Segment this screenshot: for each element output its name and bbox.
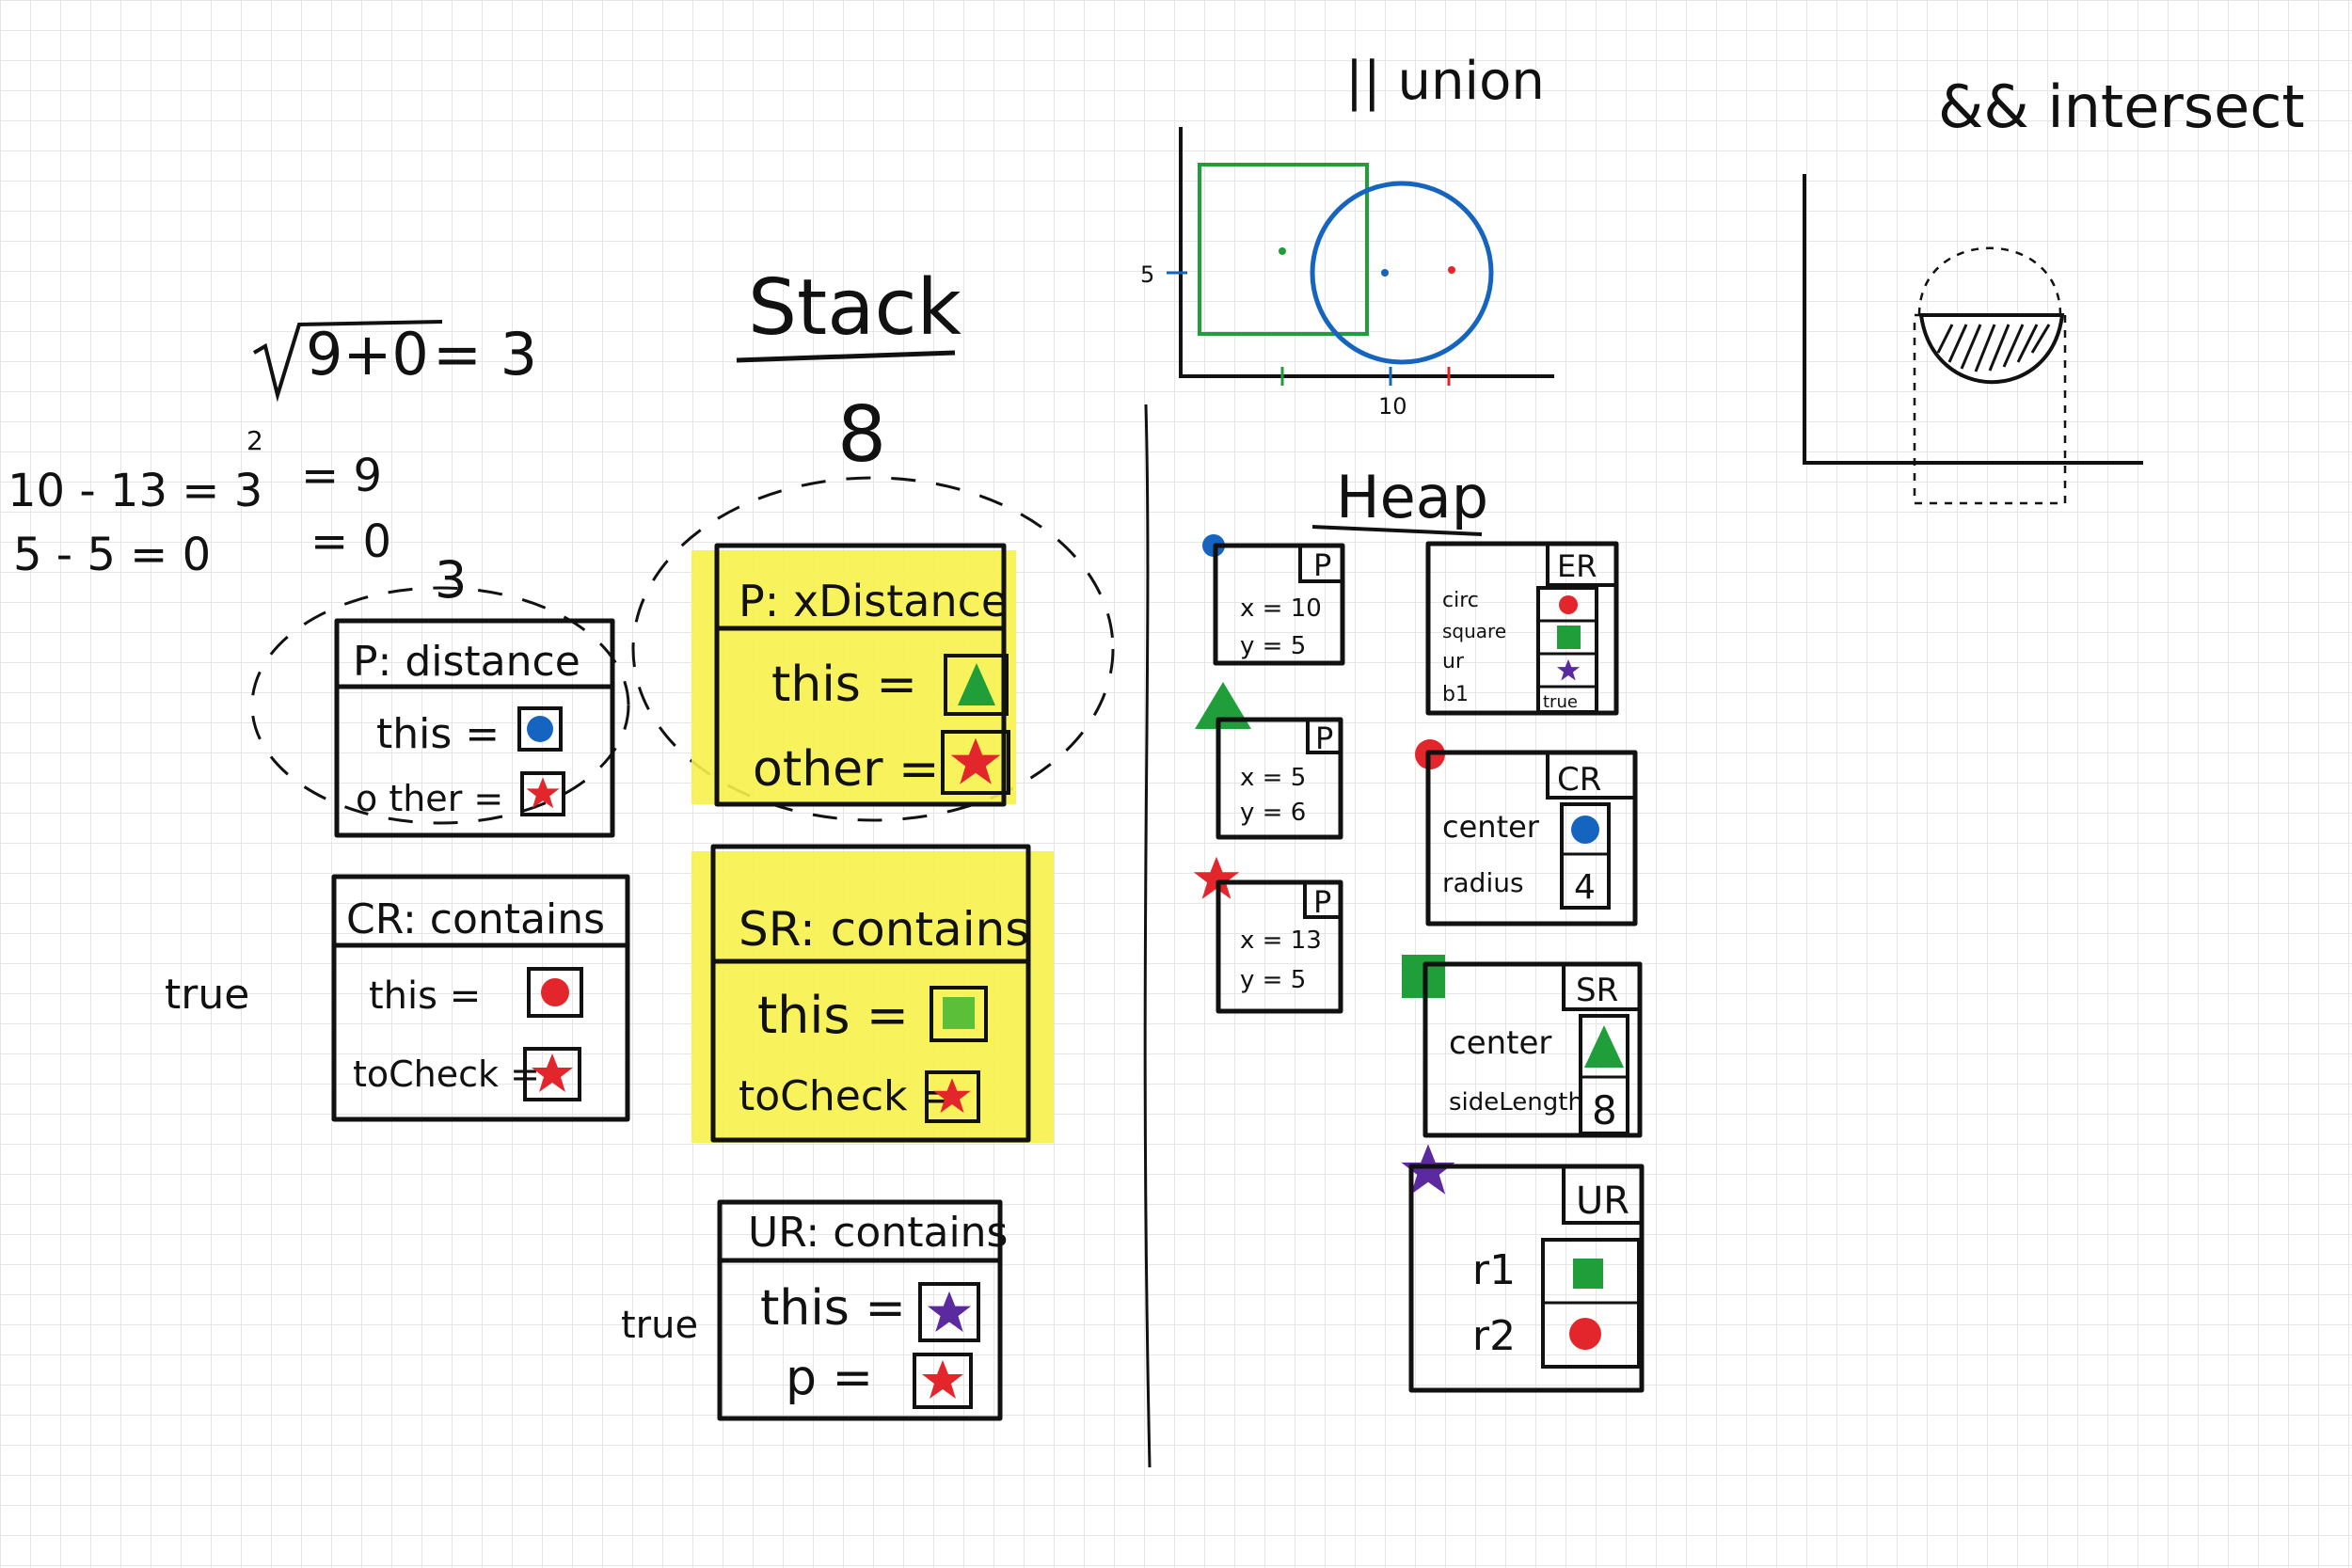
red-circle-icon [1569, 1318, 1601, 1350]
intersect-diagram: && intersect [1803, 72, 2305, 505]
calc-line-2-result: = 0 [310, 515, 391, 568]
frame-this-label: this = [376, 710, 500, 758]
frame-group-outline [250, 586, 630, 825]
calc-line-1: 10 - 13 = 3 [8, 465, 262, 517]
blue-circle-icon [1571, 816, 1599, 844]
field-center: center [1449, 1024, 1551, 1062]
heap-object-p-3: P x = 13 y = 5 [1193, 856, 1343, 1014]
calc-line-1-exponent: 2 [246, 425, 263, 456]
frame-title: CR: contains [346, 895, 605, 943]
field-sidelength-value: 8 [1592, 1087, 1617, 1133]
red-circle-icon [1559, 595, 1578, 614]
frame-title: P: distance [353, 638, 580, 686]
heap-object-ur: UR r1 r2 [1401, 1144, 1645, 1393]
field-b1-value: true [1543, 692, 1578, 712]
object-tag: P [1313, 547, 1331, 583]
green-square-icon [1557, 626, 1581, 649]
frame-tocheck-label: toCheck = [739, 1072, 955, 1120]
frame-this-label: this = [771, 657, 917, 713]
calc-line-2: 5 - 5 = 0 [13, 529, 211, 581]
object-tag: P [1315, 721, 1333, 756]
object-tag: ER [1557, 548, 1597, 584]
blue-circle-icon [527, 716, 553, 742]
union-title: || union [1345, 51, 1545, 112]
frame-return-value: true [621, 1304, 698, 1347]
distance-result-label: 3 [435, 550, 467, 610]
stack-frame-p-distance: P: distance this = o ther = [334, 618, 615, 838]
frame-this-label: this = [757, 986, 909, 1045]
union-y-tick: 5 [1140, 261, 1154, 288]
sqrt-expression: 9+0 = 3 [252, 320, 537, 403]
heap-object-p-2: P x = 5 y = 6 [1195, 682, 1343, 840]
field-b1: b1 [1442, 683, 1469, 706]
purple-star-icon [927, 1291, 972, 1332]
frame-tocheck-label: toCheck = [353, 1053, 540, 1095]
stack-heap-divider [1143, 404, 1152, 1468]
stack-frame-sr-contains: SR: contains this = toCheck = [691, 844, 1054, 1143]
field-circ: circ [1442, 589, 1479, 612]
union-x-tick: 10 [1378, 393, 1407, 420]
heap-title: Heap [1336, 463, 1488, 531]
square-region [1198, 163, 1369, 336]
calc-line-1-result: = 9 [301, 450, 382, 502]
frame-title: SR: contains [739, 902, 1029, 957]
field-sidelength: sideLength [1449, 1088, 1583, 1117]
object-tag: P [1313, 884, 1331, 920]
frame-title: UR: contains [748, 1209, 1008, 1257]
circle-region [1310, 181, 1494, 365]
stack-size-label: 8 [837, 390, 886, 480]
red-star-icon [922, 1360, 963, 1399]
object-tag: SR [1576, 972, 1618, 1009]
frame-title: P: xDistance [739, 576, 1008, 626]
green-triangle-icon [1584, 1025, 1624, 1068]
heap-header: Heap [1311, 463, 1488, 536]
frame-return-value: true [165, 971, 249, 1019]
stack-title: Stack [748, 263, 962, 353]
stack-header: Stack 8 [736, 263, 962, 480]
field-x: x = 13 [1240, 927, 1322, 955]
intersect-title: && intersect [1938, 72, 2305, 141]
frame-p-label: p = [786, 1350, 873, 1406]
field-r2: r2 [1472, 1312, 1516, 1360]
frame-other-label: other = [753, 741, 940, 798]
object-tag: UR [1576, 1180, 1629, 1223]
heap-object-sr: SR center sideLength 8 [1402, 955, 1643, 1138]
field-x: x = 10 [1240, 594, 1322, 623]
union-diagram: || union 5 10 [1140, 51, 1554, 420]
stack-frame-cr-contains: CR: contains this = toCheck = true [165, 874, 630, 1122]
distance-calc: 10 - 13 = 3 2 = 9 5 - 5 = 0 = 0 3 [8, 425, 467, 610]
field-center: center [1442, 809, 1540, 845]
intersection-region [1918, 313, 2065, 385]
field-x: x = 5 [1240, 764, 1306, 792]
frame-other-label: o ther = [356, 778, 503, 819]
heap-object-p-1: P x = 10 y = 5 [1202, 534, 1345, 666]
green-triangle-icon [958, 663, 995, 705]
field-y: y = 5 [1240, 966, 1306, 994]
field-ur: ur [1442, 650, 1465, 673]
green-square-icon [943, 997, 975, 1029]
sqrt-radicand: 9+0 [306, 320, 429, 388]
heap-object-cr: CR center radius 4 [1415, 739, 1638, 927]
stack-frame-p-xdistance: P: xDistance this = other = [691, 543, 1016, 807]
field-y: y = 5 [1240, 632, 1306, 660]
object-tag: CR [1557, 761, 1601, 799]
field-r1: r1 [1472, 1246, 1516, 1294]
field-radius: radius [1442, 867, 1524, 898]
heap-object-er: ER circ square ur b1 true [1425, 541, 1619, 716]
frame-group-outline [631, 476, 1115, 822]
field-radius-value: 4 [1574, 868, 1596, 907]
purple-star-icon [1556, 658, 1581, 681]
field-y: y = 6 [1240, 799, 1306, 827]
sqrt-result: = 3 [433, 320, 537, 388]
stack-frame-ur-contains: UR: contains this = p = true [621, 1199, 1008, 1421]
red-circle-icon [541, 978, 569, 1006]
field-square: square [1442, 620, 1506, 642]
green-square-icon [1573, 1259, 1603, 1289]
frame-this-label: this = [760, 1280, 906, 1337]
frame-this-label: this = [369, 974, 481, 1018]
